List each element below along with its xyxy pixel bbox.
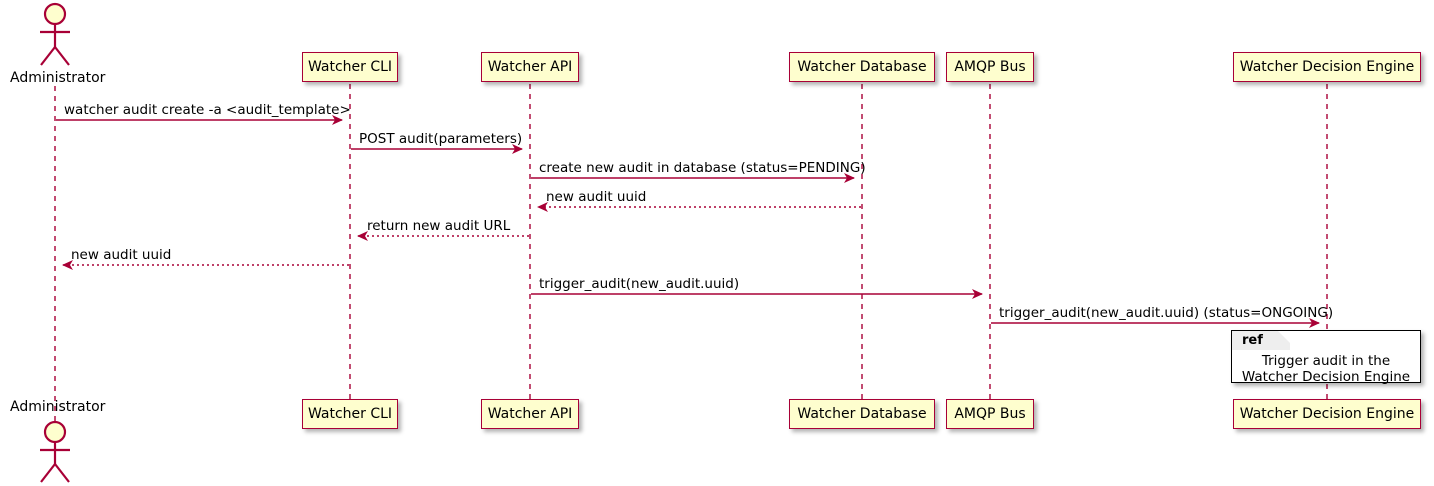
participant-box-watcher-cli-bottom[interactable]: Watcher CLI bbox=[302, 399, 398, 429]
message-label-1: watcher audit create -a <audit_template> bbox=[64, 102, 351, 118]
participant-box-amqp-bus-top[interactable]: AMQP Bus bbox=[946, 52, 1034, 82]
ref-fragment-operator: ref bbox=[1242, 333, 1263, 348]
participant-label: Watcher CLI bbox=[307, 406, 393, 422]
participant-box-amqp-bus-bottom[interactable]: AMQP Bus bbox=[946, 399, 1034, 429]
message-text: return new audit URL bbox=[367, 218, 511, 234]
message-text: trigger_audit(new_audit.uuid) (status=ON… bbox=[999, 305, 1334, 321]
ref-fragment-tab bbox=[1232, 331, 1290, 350]
participant-label: AMQP Bus bbox=[954, 59, 1026, 75]
message-text: trigger_audit(new_audit.uuid) bbox=[539, 276, 740, 292]
participant-label: Watcher Decision Engine bbox=[1239, 406, 1415, 422]
message-text: create new audit in database (status=PEN… bbox=[539, 160, 866, 176]
actor-label-administrator-top: Administrator bbox=[10, 71, 105, 85]
participant-label: AMQP Bus bbox=[954, 406, 1026, 422]
participant-label: Watcher Database bbox=[797, 59, 927, 75]
message-label-4: new audit uuid bbox=[546, 189, 647, 205]
participant-label: Watcher Decision Engine bbox=[1239, 59, 1415, 75]
participant-box-watcher-db-bottom[interactable]: Watcher Database bbox=[789, 399, 935, 429]
ref-fragment-line-1: Trigger audit in the bbox=[1261, 353, 1391, 369]
participant-label: Watcher Database bbox=[797, 406, 927, 422]
message-label-7: trigger_audit(new_audit.uuid) bbox=[539, 276, 740, 292]
message-text: watcher audit create -a <audit_template> bbox=[64, 102, 351, 118]
message-arrows bbox=[56, 115, 1320, 328]
lifelines bbox=[54, 84, 1328, 431]
message-label-8: trigger_audit(new_audit.uuid) (status=ON… bbox=[999, 305, 1334, 321]
participant-box-watcher-cli-top[interactable]: Watcher CLI bbox=[302, 52, 398, 82]
participant-box-watcher-api-bottom[interactable]: Watcher API bbox=[481, 399, 579, 429]
actor-administrator-top bbox=[40, 2, 70, 66]
message-text: new audit uuid bbox=[546, 189, 647, 205]
participant-label: Watcher API bbox=[487, 406, 573, 422]
ref-fragment-line-2: Watcher Decision Engine bbox=[1241, 369, 1411, 385]
message-label-2: POST audit(parameters) bbox=[359, 131, 523, 147]
actor-administrator-bottom bbox=[40, 420, 70, 483]
participant-label: Watcher API bbox=[487, 59, 573, 75]
message-label-5: return new audit URL bbox=[367, 218, 511, 234]
message-text: POST audit(parameters) bbox=[359, 131, 523, 147]
participant-box-watcher-api-top[interactable]: Watcher API bbox=[481, 52, 579, 82]
ref-fragment[interactable]: ref Trigger audit in the Watcher Decisio… bbox=[1231, 330, 1421, 385]
participant-box-watcher-db-top[interactable]: Watcher Database bbox=[789, 52, 935, 82]
ref-fragment-body: Trigger audit in the Watcher Decision En… bbox=[1232, 353, 1420, 385]
actor-label-administrator-bottom: Administrator bbox=[10, 400, 105, 414]
actor-name: Administrator bbox=[10, 70, 106, 86]
message-text: new audit uuid bbox=[71, 247, 172, 263]
message-label-6: new audit uuid bbox=[71, 247, 172, 263]
participant-box-watcher-de-top[interactable]: Watcher Decision Engine bbox=[1233, 52, 1421, 82]
participant-box-watcher-de-bottom[interactable]: Watcher Decision Engine bbox=[1233, 399, 1421, 429]
actor-name: Administrator bbox=[10, 399, 106, 415]
message-label-3: create new audit in database (status=PEN… bbox=[539, 160, 866, 176]
participant-label: Watcher CLI bbox=[307, 59, 393, 75]
